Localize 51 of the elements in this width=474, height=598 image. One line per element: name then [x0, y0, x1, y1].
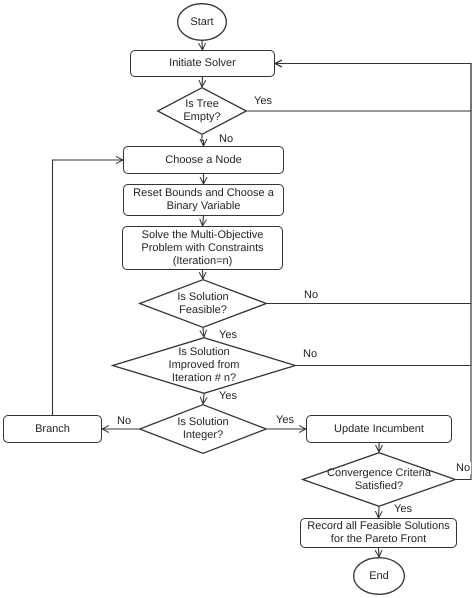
- arrow: [198, 76, 206, 88]
- arrow: [199, 216, 208, 226]
- arrow: [375, 443, 383, 452]
- arrow: [274, 60, 472, 480]
- edge-label: Yes: [253, 95, 273, 107]
- node-label: Is Solution Integer?: [176, 416, 230, 442]
- node-label: Reset Bounds and Choose a Binary Variable: [132, 187, 275, 213]
- node-label: Initiate Solver: [169, 57, 236, 70]
- decision-diamond: [139, 404, 267, 454]
- edge-label: No: [302, 348, 318, 360]
- arrow: [52, 156, 124, 415]
- edge-label: No: [116, 415, 132, 427]
- node-label: End: [369, 570, 389, 582]
- node-label: Convergence Criteria Satisfied?: [326, 466, 432, 492]
- edge-label: No: [455, 462, 472, 474]
- arrow: [374, 506, 383, 518]
- node-label: Branch: [35, 422, 70, 436]
- arrow: [200, 135, 208, 146]
- edge-label: Yes: [393, 503, 413, 515]
- arrow: [267, 425, 306, 433]
- arrow: [200, 174, 208, 184]
- node-label: Is Solution Improved from Iteration # n?: [168, 346, 240, 385]
- process-box: [300, 518, 457, 548]
- decision-diamond: [139, 279, 267, 328]
- node-label: Choose a Node: [165, 154, 242, 166]
- edge-label: Yes: [218, 390, 238, 402]
- arrow: [199, 328, 208, 338]
- arrow: [200, 394, 208, 404]
- edge-label: No: [218, 133, 234, 145]
- node-label: Is Solution Feasible?: [176, 290, 230, 316]
- process-box: [123, 146, 284, 174]
- process-box: [3, 415, 102, 443]
- edge-label: Yes: [275, 414, 295, 426]
- node-label: Solve the Multi-Objective Problem with Constraints (Iteration=n): [140, 228, 265, 268]
- decision-diamond: [157, 87, 247, 135]
- arrow: [374, 548, 383, 558]
- process-box: [123, 184, 284, 216]
- arrow: [198, 40, 206, 50]
- node-label: Update Incumbent: [334, 422, 424, 436]
- terminal-oval: [177, 3, 227, 41]
- arrow: [198, 270, 207, 280]
- node-label: Record all Feasible Solutions for the Pareto Front: [306, 520, 451, 546]
- process-box: [130, 50, 275, 77]
- edge-label: No: [303, 289, 320, 301]
- process-box: [122, 226, 283, 270]
- node-label: Is Tree Empty?: [182, 98, 222, 124]
- node-label: Start: [190, 16, 214, 28]
- edge-label: Yes: [218, 329, 238, 341]
- terminal-oval: [353, 557, 405, 595]
- arrow: [102, 425, 139, 433]
- process-box: [306, 415, 452, 443]
